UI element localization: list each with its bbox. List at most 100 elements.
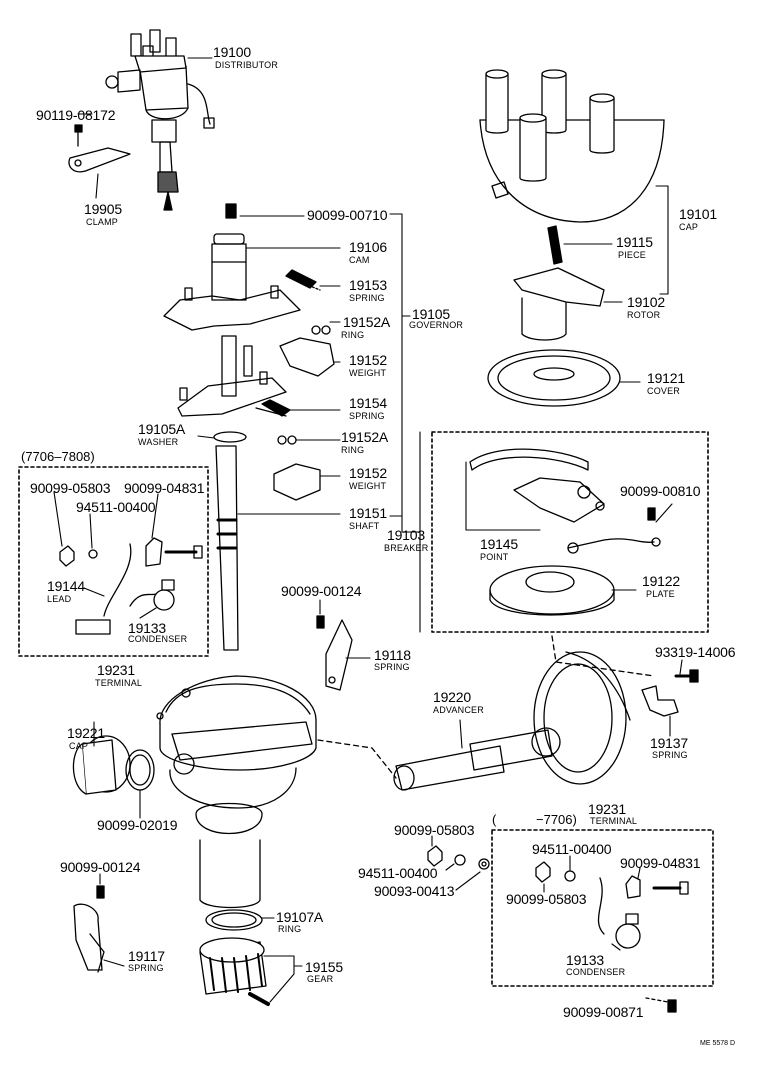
part-number: 19231 xyxy=(588,801,626,817)
part-name: SPRING xyxy=(349,293,385,303)
part-number: 90093-00413 xyxy=(374,883,455,899)
part-number: 90099-04831 xyxy=(620,855,701,871)
terminal-group-box-left xyxy=(18,466,209,657)
part-number: 19152 xyxy=(349,352,387,368)
part-name: SPRING xyxy=(652,750,688,760)
part-name: RING xyxy=(278,924,302,934)
part-name: GOVERNOR xyxy=(409,320,464,330)
left-terminal-illustration xyxy=(59,537,203,635)
part-number: 90099-00710 xyxy=(307,207,388,223)
part-number: 19105 xyxy=(412,306,450,322)
cover-illustration xyxy=(487,349,621,407)
part-number: 90119-08172 xyxy=(36,107,116,123)
part-number: 90099-05803 xyxy=(30,480,111,496)
rotor-illustration xyxy=(513,267,605,341)
part-number: 19106 xyxy=(349,239,387,255)
part-number: 19121 xyxy=(647,370,685,386)
part-name: LEAD xyxy=(47,594,72,604)
part-number: 19905 xyxy=(84,201,122,217)
part-number: 93319-14006 xyxy=(655,644,736,660)
range-label-left: (7706–7808) xyxy=(21,449,95,464)
part-name: CLAMP xyxy=(86,217,119,227)
distributor-illustration xyxy=(105,29,215,211)
part-number: 90099-02019 xyxy=(97,817,178,833)
part-number: 94511-00400 xyxy=(532,841,612,857)
breaker-group-box xyxy=(431,431,709,633)
part-name: TERMINAL xyxy=(95,678,143,688)
part-name: CAP xyxy=(69,741,89,751)
part-number: 19103 xyxy=(387,527,425,543)
part-number: 94511-00400 xyxy=(358,865,438,881)
part-number: 19152 xyxy=(349,465,387,481)
right-terminal-illustration xyxy=(427,845,689,1013)
part-name: WEIGHT xyxy=(349,368,387,378)
part-number: 19133 xyxy=(128,620,166,636)
part-number: 19102 xyxy=(627,294,665,310)
part-number: 19107A xyxy=(276,909,324,925)
part-name: CAP xyxy=(679,222,699,232)
part-number: 19122 xyxy=(642,573,680,589)
part-number: 94511-00400 xyxy=(76,499,156,515)
cap-illustration xyxy=(479,69,665,265)
governor-illustration xyxy=(163,203,335,651)
part-name: WASHER xyxy=(138,437,179,447)
part-number: 90099-00124 xyxy=(281,583,362,599)
part-number: 90099-05803 xyxy=(506,891,587,907)
part-number: 19152A xyxy=(343,314,391,330)
housing-illustration xyxy=(156,675,317,909)
part-number: 19115 xyxy=(616,234,653,250)
part-number: 19153 xyxy=(349,277,387,293)
spring-19118-illustration xyxy=(316,615,353,691)
part-name: TERMINAL xyxy=(590,816,638,826)
part-name: GEAR xyxy=(307,974,334,984)
part-name: SHAFT xyxy=(349,521,380,531)
part-name: SPRING xyxy=(349,411,385,421)
range-label-right-close: −7706) xyxy=(536,812,577,827)
part-name: CONDENSER xyxy=(128,634,188,644)
advancer-illustration xyxy=(317,635,655,791)
clamp-illustration xyxy=(68,124,131,173)
part-name: RING xyxy=(341,445,365,455)
part-number: 19100 xyxy=(213,44,251,60)
part-number: 90099-05803 xyxy=(394,822,475,838)
part-number: 19220 xyxy=(433,689,471,705)
part-number: 19137 xyxy=(650,735,688,751)
part-name: ADVANCER xyxy=(433,705,484,715)
part-number: 19151 xyxy=(349,505,387,521)
part-name: RING xyxy=(341,330,365,340)
part-number: 90099-00124 xyxy=(60,859,141,875)
part-name: PLATE xyxy=(646,589,675,599)
part-name: BREAKER xyxy=(384,543,429,553)
spring-19117-illustration xyxy=(73,885,105,973)
part-name: COVER xyxy=(647,386,681,396)
part-number: 90099-00810 xyxy=(620,483,701,499)
cap-19221-illustration xyxy=(72,735,155,795)
part-name: CAM xyxy=(349,255,370,265)
part-number: 19101 xyxy=(679,206,717,222)
part-number: 19155 xyxy=(305,959,343,975)
reference-code: ME 5578 D xyxy=(700,1040,736,1047)
part-name: SPRING xyxy=(374,662,410,672)
terminal-group-box-right xyxy=(491,829,714,987)
leader-lines xyxy=(53,57,683,1003)
part-number: 19144 xyxy=(47,578,85,594)
part-number: 19105A xyxy=(138,421,186,437)
part-number: 19133 xyxy=(566,952,604,968)
part-number: 19221 xyxy=(67,725,105,741)
part-number: 90099-00871 xyxy=(563,1004,644,1020)
part-name: DISTRIBUTOR xyxy=(215,60,279,70)
spring-19137-illustration xyxy=(641,669,699,717)
part-name: SPRING xyxy=(128,963,164,973)
part-name: PIECE xyxy=(618,250,647,260)
part-number: 19154 xyxy=(349,395,387,411)
part-number: 19231 xyxy=(97,662,135,678)
part-number: 90099-04831 xyxy=(124,480,205,496)
part-name: ROTOR xyxy=(627,310,661,320)
part-number: 19118 xyxy=(374,647,411,663)
part-number: 19145 xyxy=(480,536,518,552)
part-name: POINT xyxy=(480,552,509,562)
part-number: 19152A xyxy=(341,429,389,445)
range-label-right-open: ( xyxy=(492,812,497,827)
